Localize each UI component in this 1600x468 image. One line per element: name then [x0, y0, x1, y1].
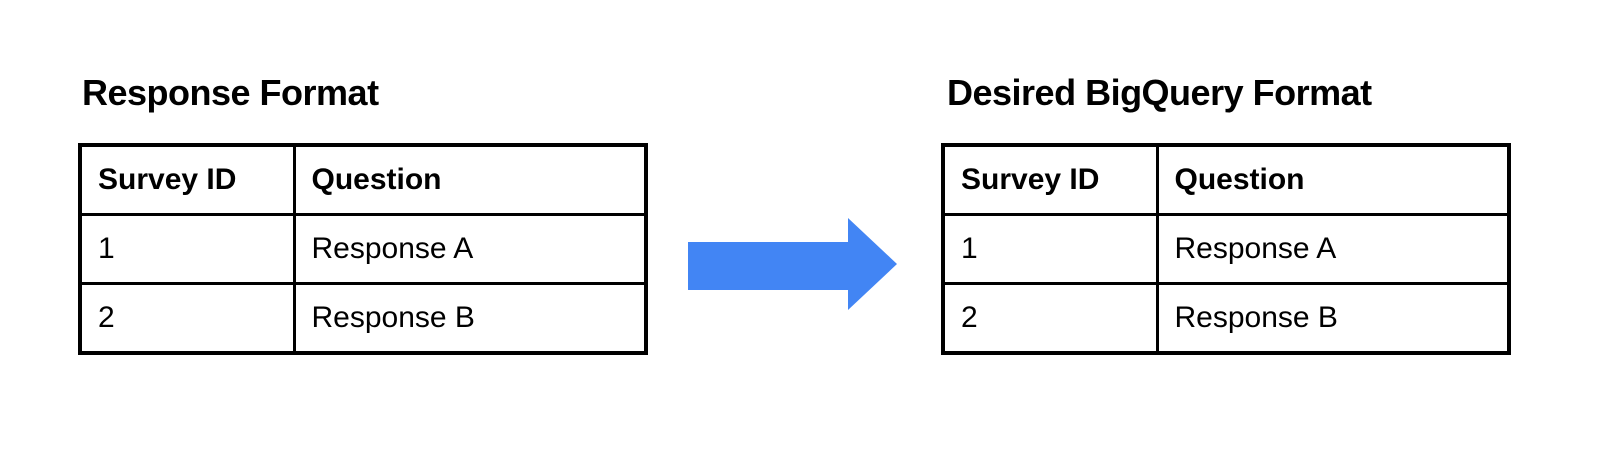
right-panel-title: Desired BigQuery Format — [947, 72, 1372, 113]
survey-id-cell: 1 — [941, 213, 1159, 285]
response-format-table: Survey ID Question 1 Response A 2 Respon… — [78, 143, 648, 355]
survey-id-cell: 2 — [941, 282, 1159, 355]
question-cell: Response A — [292, 213, 648, 285]
column-header-survey-id: Survey ID — [78, 143, 296, 216]
question-cell: Response B — [292, 282, 648, 355]
table-row: 2 Response B — [78, 282, 648, 355]
right-arrow-icon — [688, 218, 897, 310]
table-row: 2 Response B — [941, 282, 1511, 355]
bigquery-format-table: Survey ID Question 1 Response A 2 Respon… — [941, 143, 1511, 355]
question-cell: Response A — [1155, 213, 1511, 285]
table-row: 1 Response A — [78, 213, 648, 285]
right-arrow-shape — [688, 218, 897, 310]
column-header-survey-id: Survey ID — [941, 143, 1159, 216]
column-header-question: Question — [1155, 143, 1511, 216]
survey-id-cell: 2 — [78, 282, 296, 355]
left-panel-title: Response Format — [82, 72, 379, 113]
survey-id-cell: 1 — [78, 213, 296, 285]
table-header-row: Survey ID Question — [78, 143, 648, 216]
table-header-row: Survey ID Question — [941, 143, 1511, 216]
column-header-question: Question — [292, 143, 648, 216]
table-row: 1 Response A — [941, 213, 1511, 285]
question-cell: Response B — [1155, 282, 1511, 355]
